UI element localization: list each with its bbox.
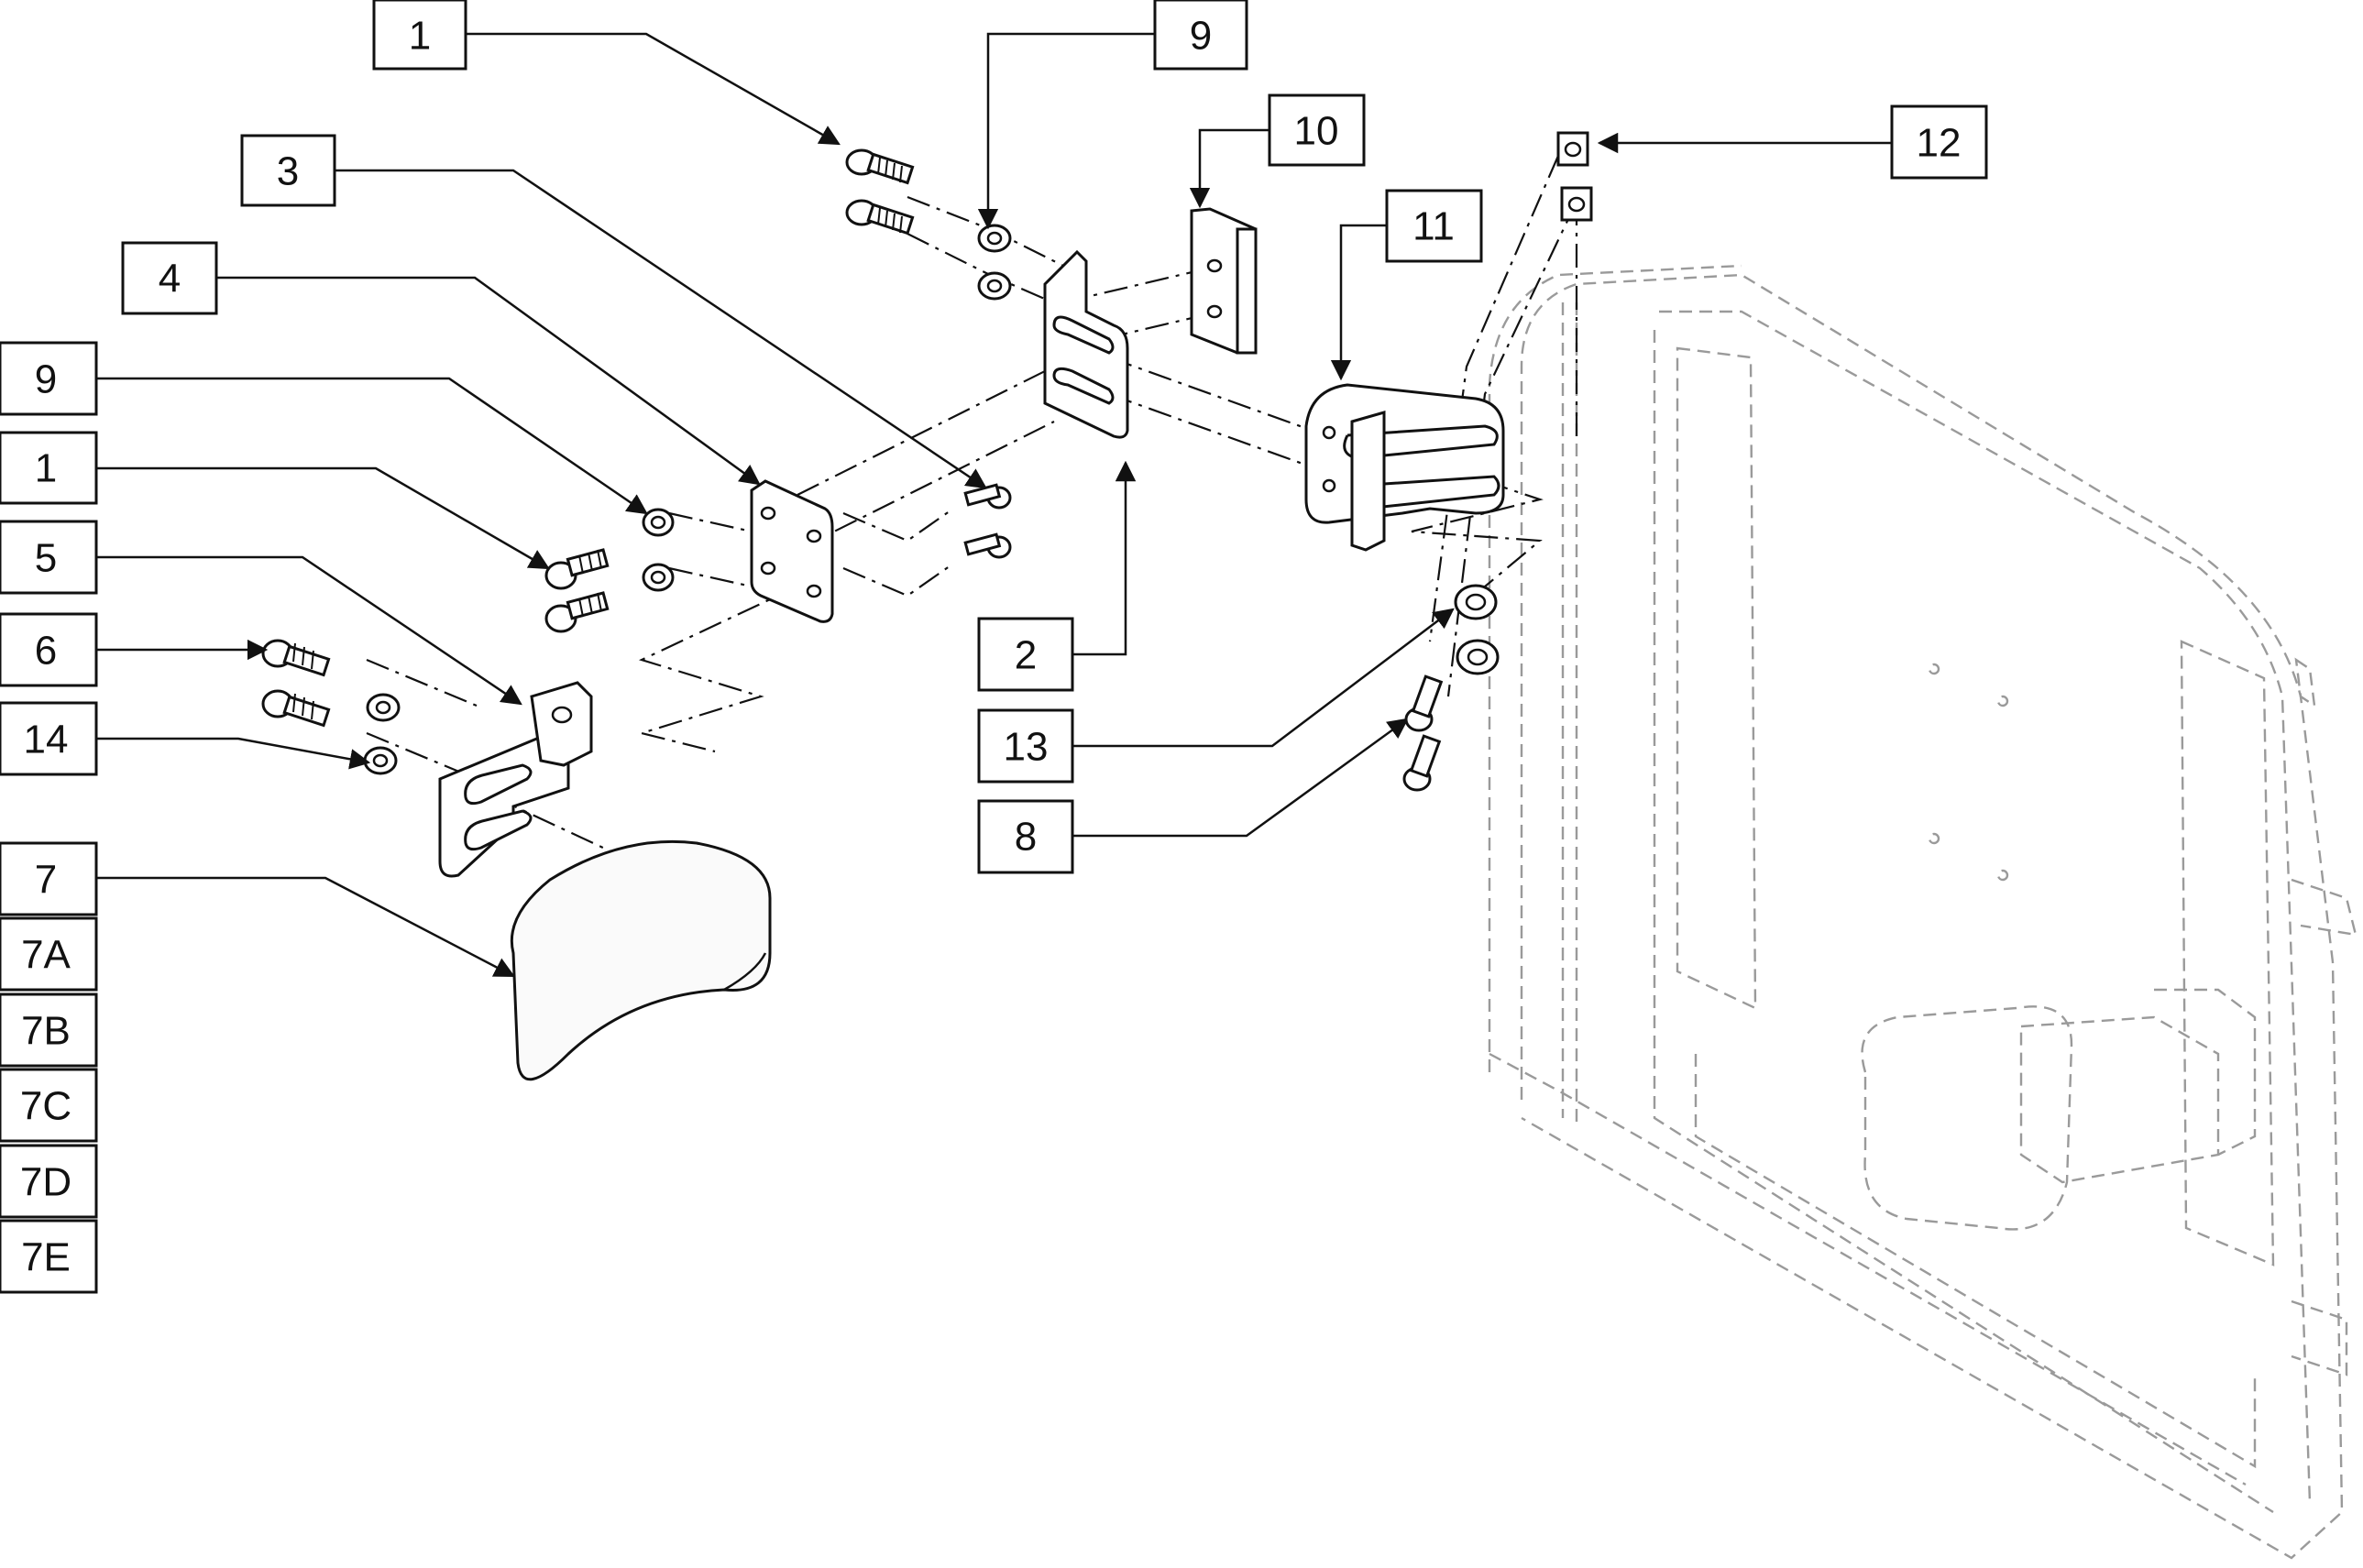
callout-boxes: 1 9 10 3 11 12 4 9 1 5 6 14 2 13 8 7 7A …	[0, 0, 1988, 1294]
callout-7c-text: 7C	[20, 1084, 71, 1129]
callout-1b: 1	[0, 431, 98, 505]
callout-8: 8	[977, 799, 1074, 874]
leader-lines	[96, 32, 1892, 978]
callout-9b: 9	[0, 341, 98, 416]
callout-6: 6	[0, 612, 98, 687]
callout-7b-text: 7B	[21, 1009, 71, 1054]
callout-10-text: 10	[1294, 109, 1339, 154]
callout-13-text: 13	[1004, 725, 1049, 770]
callout-7e-text: 7E	[21, 1235, 71, 1280]
mounting-bracket	[1304, 383, 1505, 552]
slotted-plate	[1043, 249, 1129, 439]
callout-4-text: 4	[159, 257, 181, 302]
callout-12-text: 12	[1917, 121, 1962, 166]
screw-right-lower	[1402, 674, 1444, 792]
callout-7d-text: 7D	[20, 1160, 71, 1205]
callout-9a-text: 9	[1190, 14, 1212, 59]
washer-right	[1454, 584, 1500, 675]
washer-lower	[363, 693, 401, 775]
clamp-nut-bottom	[1560, 186, 1593, 222]
callout-7-text: 7	[35, 858, 57, 903]
callout-5: 5	[0, 520, 98, 595]
callout-7c: 7C	[0, 1068, 98, 1143]
washer-top	[977, 224, 1012, 301]
callout-14-text: 14	[24, 718, 69, 762]
callout-5-text: 5	[35, 536, 57, 581]
washer-middle	[642, 508, 675, 592]
pivot-bracket	[438, 681, 593, 878]
callout-11: 11	[1385, 189, 1483, 263]
screw-top-1	[845, 148, 915, 185]
callout-1a: 1	[372, 0, 467, 71]
callout-7: 7	[0, 841, 98, 916]
callout-7a: 7A	[0, 916, 98, 992]
callout-7a-text: 7A	[21, 933, 71, 978]
callout-6-text: 6	[35, 629, 57, 674]
callout-8-text: 8	[1015, 815, 1037, 860]
plate-bracket	[750, 479, 834, 623]
callout-11-text: 11	[1412, 204, 1455, 249]
callout-4: 4	[121, 241, 218, 315]
callout-10: 10	[1268, 93, 1366, 167]
screw-top-2	[845, 199, 915, 236]
callout-2: 2	[977, 617, 1074, 692]
screw-middle	[544, 548, 610, 633]
callout-1a-text: 1	[409, 14, 431, 59]
spacer-block	[1190, 207, 1258, 355]
callout-7e: 7E	[0, 1219, 98, 1294]
screw-right-pair	[963, 483, 1012, 559]
callout-12: 12	[1890, 104, 1988, 180]
screw-lower	[261, 639, 331, 728]
lateral-pad	[510, 839, 772, 1081]
callout-7b: 7B	[0, 992, 98, 1068]
callout-9b-text: 9	[35, 357, 57, 402]
callout-3: 3	[240, 134, 336, 207]
callout-1b-text: 1	[35, 446, 57, 491]
callout-13: 13	[977, 708, 1074, 784]
callout-3-text: 3	[277, 149, 299, 194]
callout-7d: 7D	[0, 1144, 98, 1219]
backrest-frame	[1488, 264, 2358, 1560]
callout-14: 14	[0, 701, 98, 776]
callout-2-text: 2	[1015, 633, 1037, 678]
clamp-nut-top	[1556, 131, 1589, 167]
callout-9a: 9	[1153, 0, 1248, 71]
assembly-centerlines	[366, 155, 1578, 862]
